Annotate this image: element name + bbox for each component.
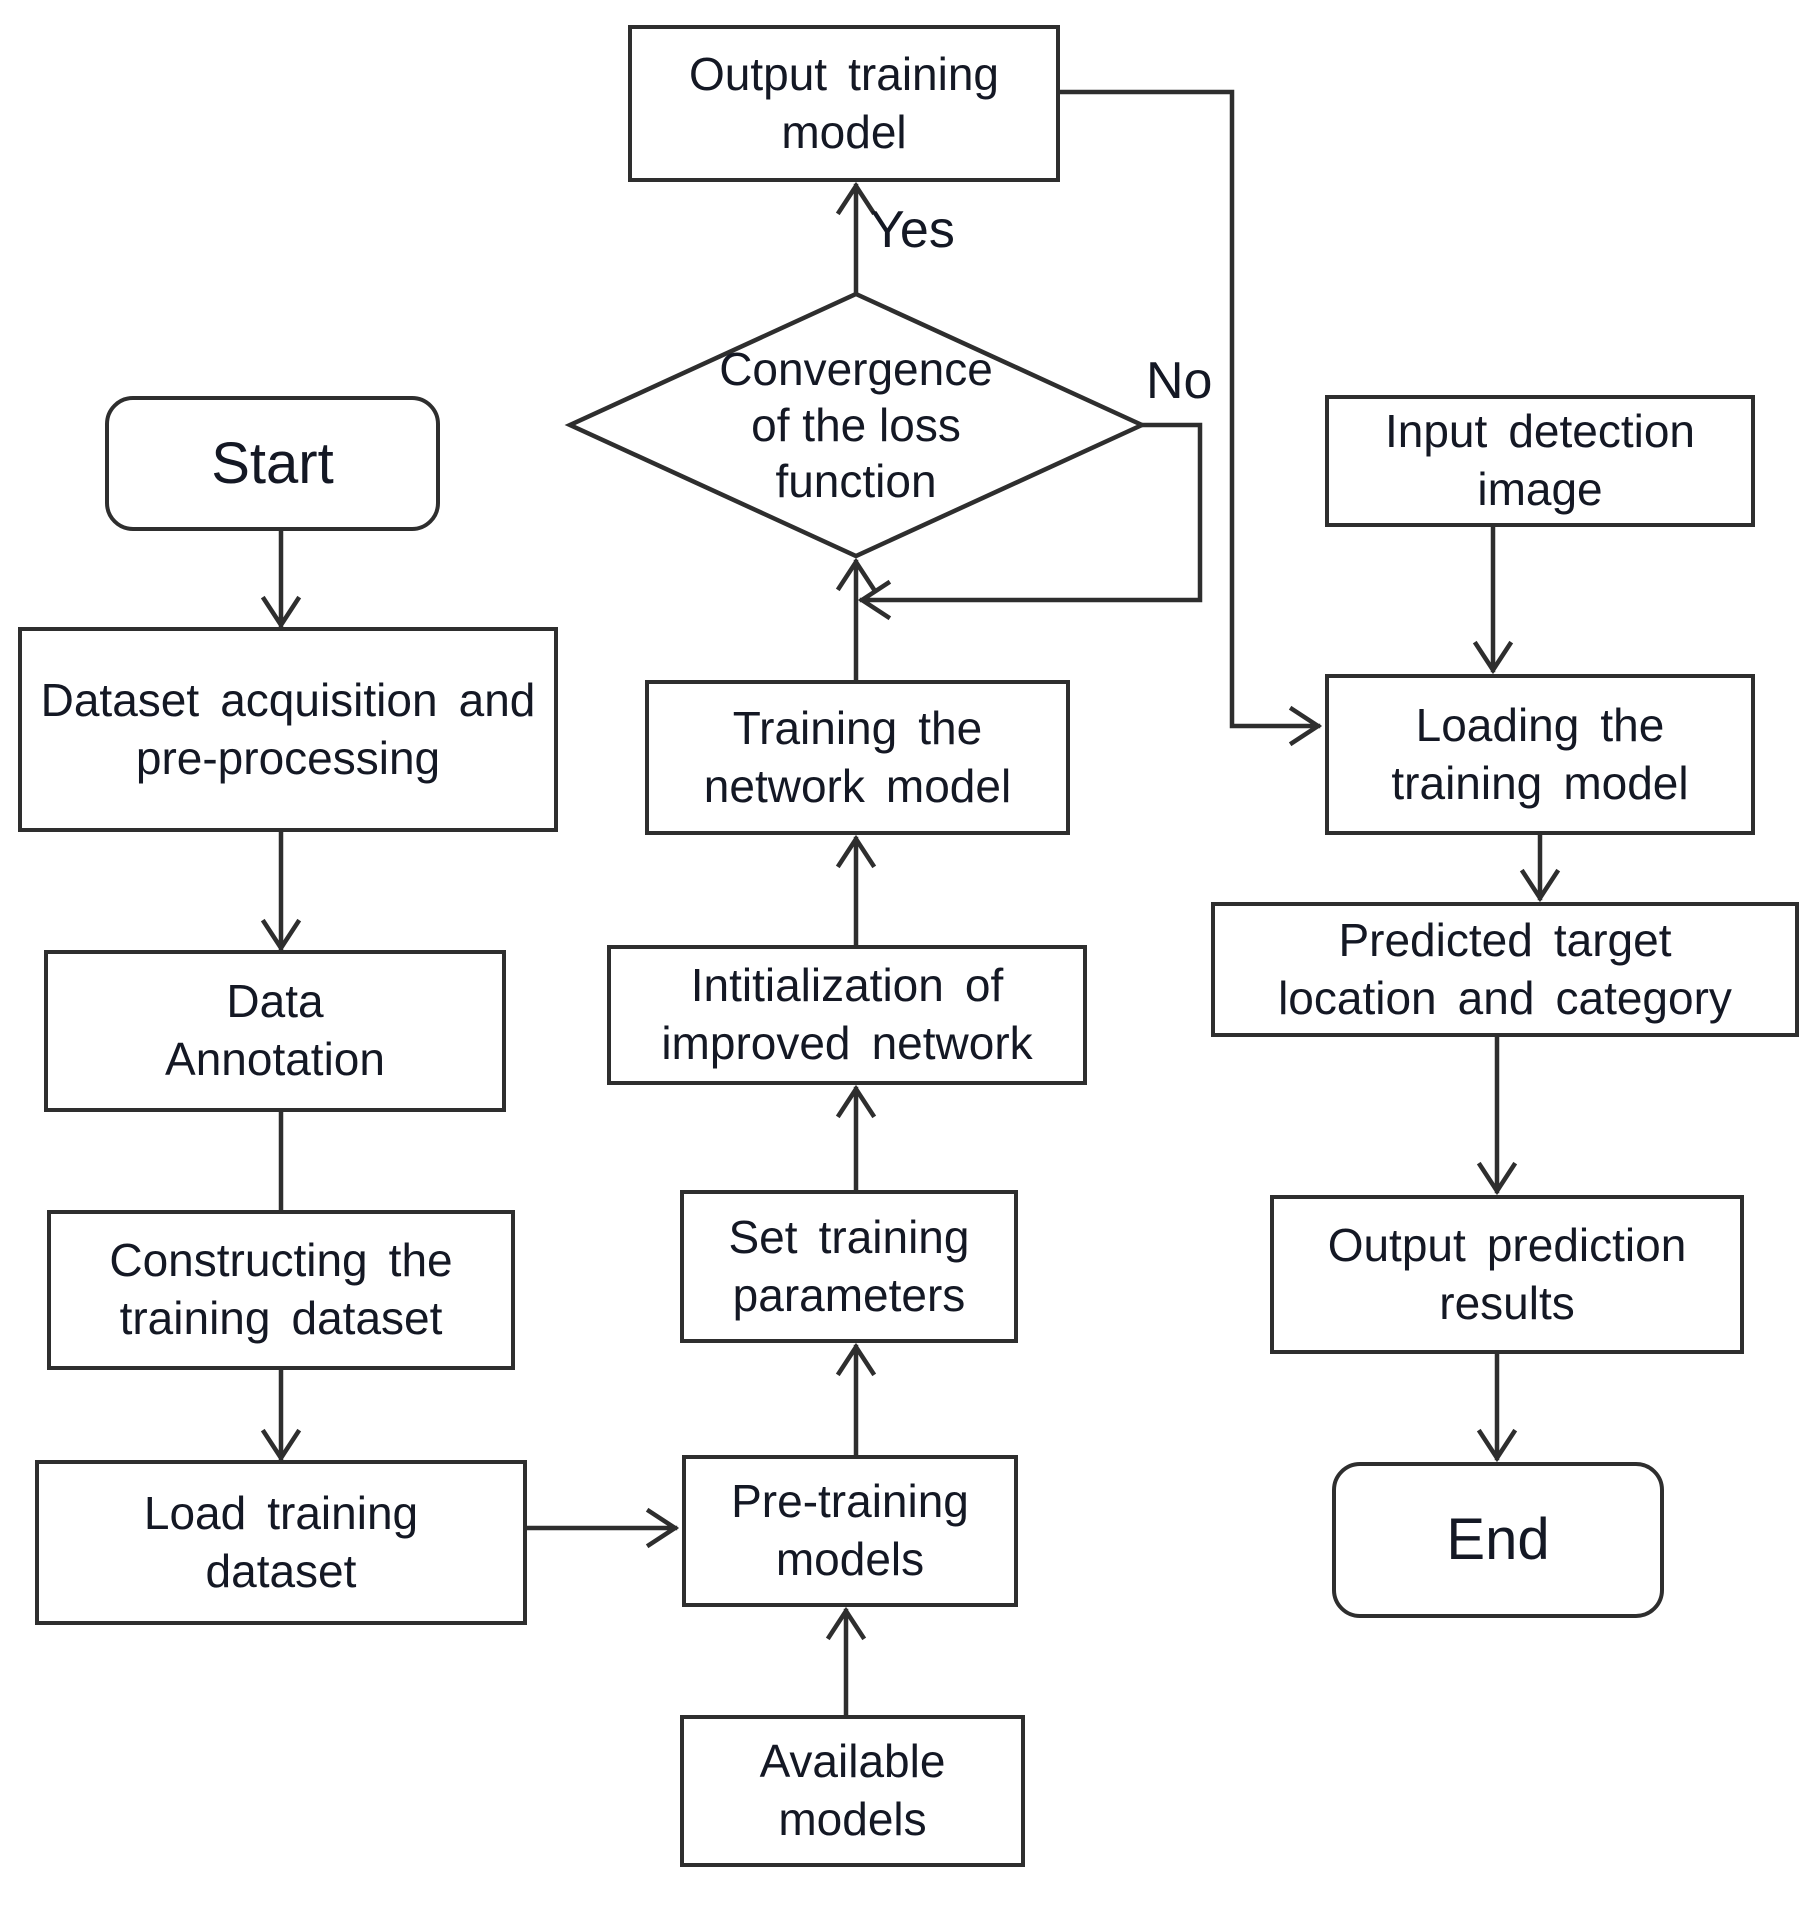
arrow-available-to-pretraining: [825, 1606, 867, 1718]
arrow-start-to-dataset: [260, 530, 302, 630]
arrow-setparams-to-init: [835, 1084, 877, 1193]
arrow-input-to-loading: [1472, 526, 1514, 675]
node-available-models: Available models: [680, 1715, 1025, 1867]
node-constructing-training-dataset: Constructing the training dataset: [47, 1210, 515, 1370]
arrow-pretraining-to-setparams: [835, 1342, 877, 1458]
node-dataset-acquisition: Dataset acquisition and pre-processing: [18, 627, 558, 832]
node-output-prediction-results: Output prediction results: [1270, 1195, 1744, 1354]
arrow-predicted-to-results: [1476, 1036, 1518, 1196]
arrow-training-to-decision: [835, 557, 877, 683]
edge-label-yes: Yes: [870, 201, 955, 259]
node-predicted-target: Predicted target location and category: [1211, 902, 1799, 1037]
node-output-training-model: Output training model: [628, 25, 1060, 182]
node-start: Start: [105, 396, 440, 531]
arrow-constructing-to-load: [260, 1369, 302, 1463]
node-initialization-improved-network: Intitialization of improved network: [607, 945, 1087, 1085]
decision-diamond-shape: [564, 291, 1148, 559]
node-pre-training-models: Pre-training models: [682, 1455, 1018, 1607]
arrow-output-to-loading: [1057, 89, 1323, 747]
node-convergence-decision: Convergence of the loss function: [719, 342, 993, 508]
node-data-annotation: Data Annotation: [44, 950, 506, 1112]
node-load-training-dataset: Load training dataset: [35, 1460, 527, 1625]
arrow-decision-no-loop: [857, 422, 1203, 621]
arrow-dataset-to-annotation: [260, 831, 302, 953]
node-set-training-parameters: Set training parameters: [680, 1190, 1018, 1343]
node-training-network-model: Training the network model: [645, 680, 1070, 835]
node-end: End: [1332, 1462, 1664, 1618]
edge-label-no: No: [1146, 352, 1213, 410]
arrow-loading-to-predicted: [1519, 834, 1561, 903]
arrow-init-to-training: [835, 834, 877, 948]
node-input-detection-image: Input detection image: [1325, 395, 1755, 527]
arrow-load-to-pretraining: [526, 1507, 680, 1549]
arrow-results-to-end: [1476, 1353, 1518, 1463]
arrow-decision-yes-to-output: [835, 181, 877, 297]
node-loading-training-model: Loading the training model: [1325, 674, 1755, 835]
